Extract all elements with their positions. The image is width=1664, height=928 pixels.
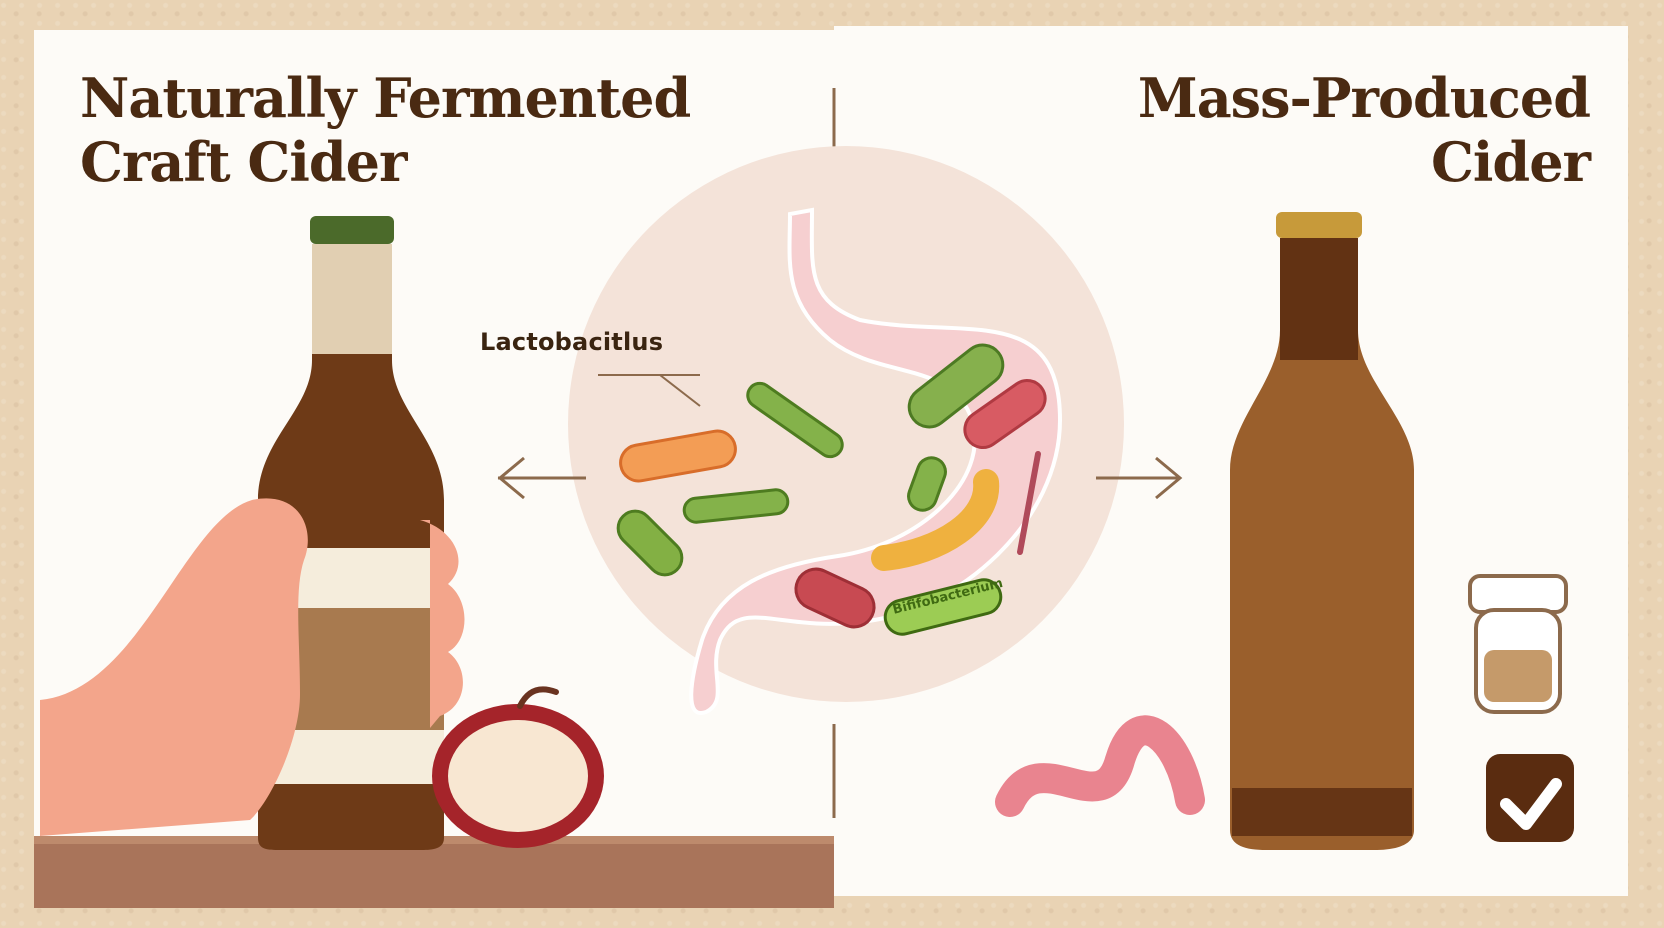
bacteria-green-rod <box>616 509 684 577</box>
bacteria-red-spine <box>1017 451 1041 555</box>
bacteria-orange-rod <box>619 429 737 483</box>
bacteria-green-large <box>907 343 1005 429</box>
arrow-left-icon <box>497 456 586 500</box>
sediment-jar-icon <box>1468 574 1568 714</box>
mass-cider-bottle-icon <box>1230 212 1414 850</box>
bacteria-green-spiky-2 <box>682 488 790 524</box>
lactobacillus-label: Lactobacitlus <box>480 328 664 356</box>
bacteria-red-left <box>794 567 876 629</box>
hand <box>40 498 465 836</box>
worm-icon <box>995 715 1205 817</box>
left-title: Naturally Fermented Craft Cider <box>80 66 691 194</box>
apple-half-icon <box>432 686 604 848</box>
bacteria-green-small <box>907 456 947 512</box>
lacto-leader-diagonal <box>659 374 701 407</box>
bacteria-green-spiky-1 <box>746 381 844 459</box>
bacteria-yellow-curve <box>871 469 1000 571</box>
arrow-right-icon <box>1096 456 1183 500</box>
bacteria-bifidobacterium-capsule <box>883 578 1003 636</box>
bacteria-red-rod <box>963 379 1047 449</box>
right-title: Mass-Produced Cider <box>1137 66 1591 194</box>
checkmark-icon <box>1486 754 1574 842</box>
